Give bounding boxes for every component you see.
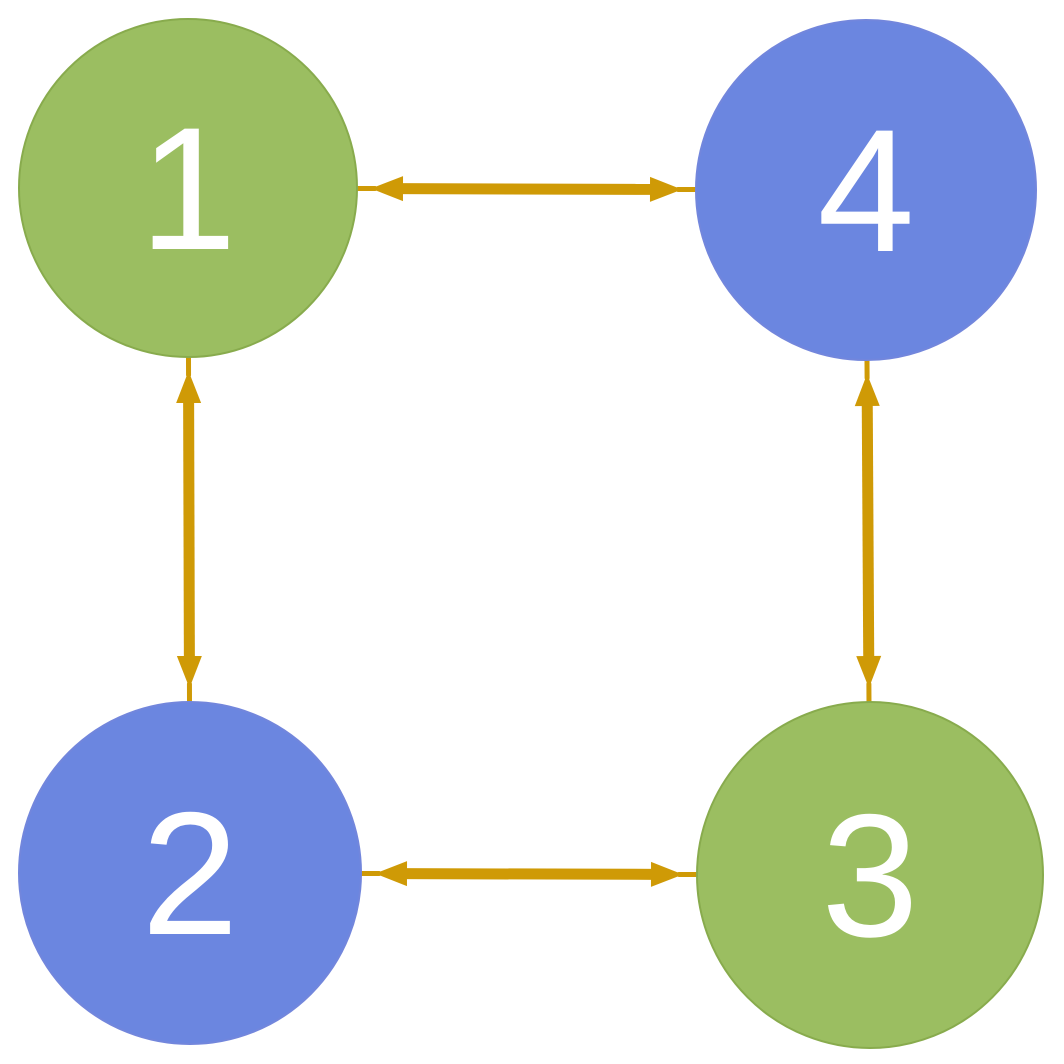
edge-1-2[interactable] — [176, 354, 202, 705]
edge-shaft — [183, 398, 195, 661]
arrowhead-icon — [176, 370, 202, 404]
arrowhead-icon — [649, 176, 683, 202]
node-2-label: 2 — [141, 777, 238, 972]
node-3[interactable]: 3 — [696, 701, 1044, 1049]
edge-shaft — [398, 183, 655, 195]
arrowhead-icon — [650, 861, 684, 887]
edge-2-3[interactable] — [358, 861, 700, 887]
node-1[interactable]: 1 — [18, 18, 358, 358]
arrowhead-icon — [176, 655, 202, 689]
node-4-circle — [695, 19, 1037, 361]
node-2-circle — [18, 701, 362, 1045]
edge-1-4[interactable] — [354, 176, 699, 202]
node-4-label: 4 — [817, 94, 914, 289]
node-2[interactable]: 2 — [18, 701, 362, 1045]
node-1-label: 1 — [139, 92, 236, 287]
edge-shaft — [402, 868, 656, 880]
node-3-label: 3 — [821, 779, 918, 974]
edge-4-3[interactable] — [854, 357, 882, 705]
arrowhead-icon — [374, 861, 408, 887]
node-1-circle — [18, 18, 358, 358]
node-4[interactable]: 4 — [695, 19, 1037, 361]
arrowhead-icon — [370, 176, 404, 202]
node-3-circle — [696, 701, 1044, 1049]
edges-layer — [176, 176, 882, 887]
nodes-layer: 1 2 3 4 — [18, 18, 1044, 1049]
edge-shaft — [861, 401, 875, 661]
arrowhead-icon — [856, 655, 882, 689]
arrowhead-icon — [854, 373, 880, 407]
